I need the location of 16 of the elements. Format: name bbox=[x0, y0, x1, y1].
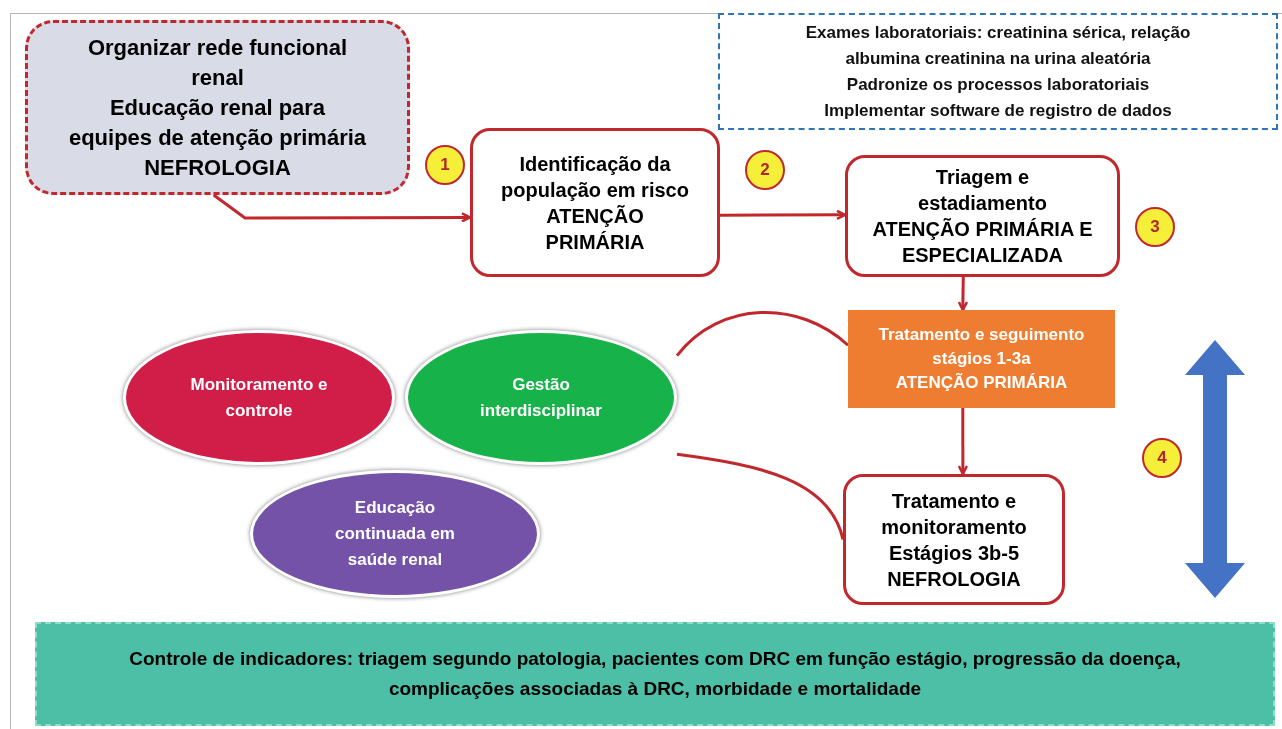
arrow bbox=[720, 209, 847, 221]
process-box: Identificação da população em risco ATENÇÃO PRIMÁRIA bbox=[470, 128, 720, 277]
ellipse: Monitoramento e controle bbox=[123, 330, 395, 465]
indicator-banner: Controle de indicadores: triagem segundo patologia, pacientes com DRC em função estágio, progressão da doença, complicações associadas à DRC, morbidade e mortalidade bbox=[35, 622, 1275, 726]
arrow bbox=[212, 193, 472, 223]
arrow bbox=[957, 408, 969, 476]
process-box: Tratamento e monitoramento Estágios 3b-5 NEFROLOGIA bbox=[843, 474, 1065, 605]
ellipse: Educação continuada em saúde renal bbox=[250, 470, 540, 598]
dashed-process-box: Organizar rede funcional renal Educação renal para equipes de atenção primária NEFROLOGIA bbox=[25, 20, 410, 195]
connector-line bbox=[676, 452, 845, 540]
connector-line bbox=[675, 311, 849, 357]
process-box: Triagem e estadiamento ATENÇÃO PRIMÁRIA E ESPECIALIZADA bbox=[845, 155, 1120, 277]
process-box: Tratamento e seguimento stágios 1-3a ATENÇÃO PRIMÁRIA bbox=[848, 310, 1115, 408]
dashed-note-box: Exames laboratoriais: creatinina sérica, relação albumina creatinina na urina aleatória Padronize os processos laboratoriais Implementar software de registro de dados bbox=[718, 13, 1278, 130]
arrow bbox=[957, 276, 969, 312]
ellipse: Gestão interdisciplinar bbox=[405, 330, 677, 465]
